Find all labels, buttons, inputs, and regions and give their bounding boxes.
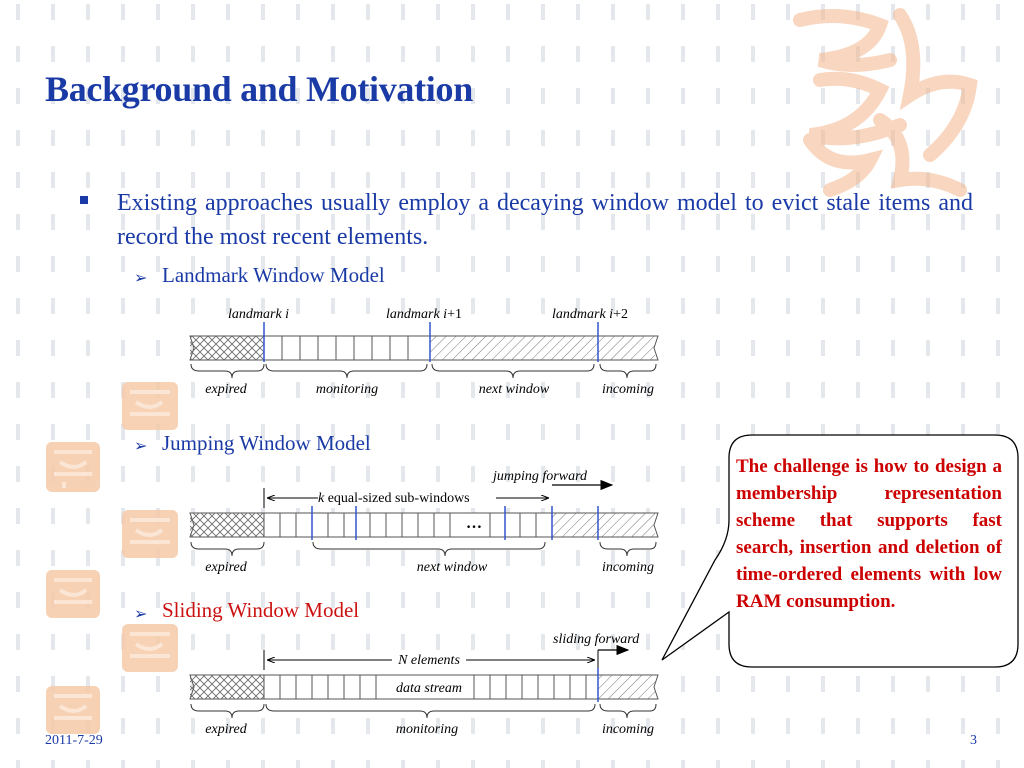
- footer-date: 2011-7-29: [45, 733, 103, 748]
- sub-item-sliding: Sliding Window Model: [162, 598, 360, 622]
- landmark-label-3: landmark i+2: [552, 307, 628, 322]
- sliding-forward-label: sliding forward: [553, 632, 640, 647]
- page-number: 3: [970, 733, 977, 748]
- arrow-bullet-icon: ➢: [134, 270, 148, 287]
- sub-item-landmark: Landmark Window Model: [162, 263, 385, 287]
- svg-text:expired: expired: [205, 560, 247, 575]
- svg-text:monitoring: monitoring: [396, 722, 458, 737]
- callout-text: The challenge is how to design a members…: [736, 456, 1002, 612]
- svg-text:next window: next window: [417, 560, 488, 575]
- arrow-bullet-icon: ➢: [134, 438, 148, 455]
- svg-text:next window: next window: [479, 382, 550, 397]
- svg-text:incoming: incoming: [602, 560, 654, 575]
- expired-segment: [190, 336, 264, 360]
- svg-text:monitoring: monitoring: [316, 382, 378, 397]
- landmark-label-1: landmark i: [228, 307, 289, 322]
- next-window-segment: [430, 336, 655, 360]
- landmark-label-2: landmark i+1: [386, 307, 462, 322]
- svg-text:data stream: data stream: [396, 681, 462, 696]
- main-bullet-text: Existing approaches usually employ a dec…: [117, 190, 973, 250]
- sub-item-jumping: Jumping Window Model: [162, 431, 371, 455]
- svg-text:incoming: incoming: [602, 722, 654, 737]
- jumping-diagram: jumping forward k equal-sized sub-window…: [189, 469, 659, 575]
- callout-bubble: [661, 434, 1019, 668]
- slide-title: Background and Motivation: [45, 69, 473, 109]
- seal-stamp-icon: [793, 8, 978, 197]
- svg-text:expired: expired: [205, 722, 247, 737]
- landmark-diagram: landmark i landmark i+1 landmark i+2 exp…: [189, 307, 659, 397]
- svg-text:expired: expired: [205, 382, 247, 397]
- svg-text:incoming: incoming: [602, 382, 654, 397]
- jumping-forward-label: jumping forward: [491, 469, 588, 484]
- arrow-bullet-icon: ➢: [134, 606, 148, 623]
- sliding-diagram: sliding forward N elements data stream: [189, 632, 659, 737]
- svg-text:N elements: N elements: [397, 653, 460, 668]
- svg-text:…: …: [466, 515, 482, 532]
- square-bullet-icon: [80, 196, 88, 204]
- sub-windows-label: k equal-sized sub-windows: [318, 491, 470, 506]
